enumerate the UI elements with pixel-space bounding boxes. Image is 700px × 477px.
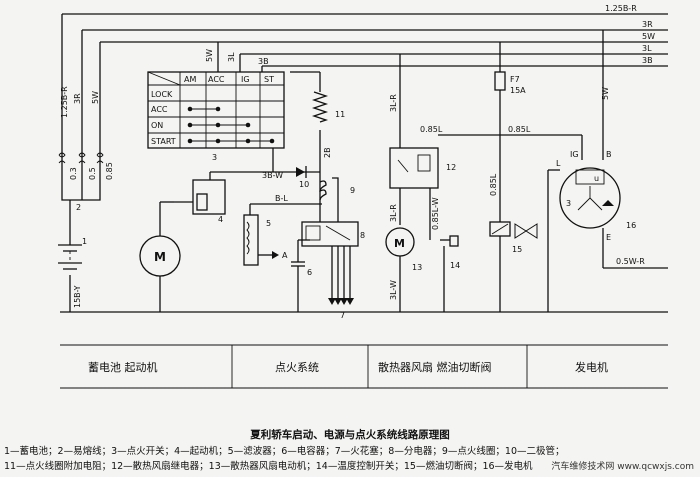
starter-motor-label: M bbox=[154, 250, 166, 264]
num-2: 2 bbox=[76, 203, 81, 212]
starter-relay bbox=[159, 148, 320, 236]
fuel-cut-label: 0.85L bbox=[489, 173, 498, 196]
relay-switch-label: 0.85L-W bbox=[431, 197, 440, 230]
fan-motor-ground-label: 3L-W bbox=[389, 280, 398, 300]
fan-motor-label: 3L-R bbox=[389, 204, 398, 222]
section-frame bbox=[60, 344, 668, 389]
num-6: 6 bbox=[307, 268, 312, 277]
arrow-a-label: A bbox=[282, 251, 288, 260]
num-13: 13 bbox=[412, 263, 422, 272]
left-wire-label-1: 1.25B-R bbox=[60, 86, 69, 118]
bus-label-2: 3R bbox=[642, 20, 653, 29]
gen-b-wire-label: 5W bbox=[601, 87, 610, 100]
switch-row-lock: LOCK bbox=[151, 90, 173, 99]
switch-wire-label-3l: 3L bbox=[227, 52, 236, 62]
switch-row-on: ON bbox=[151, 121, 163, 130]
starter-motor bbox=[139, 235, 181, 312]
gen-regulator-num: 3 bbox=[566, 199, 571, 208]
switch-feed-wires bbox=[217, 42, 263, 72]
num-4: 4 bbox=[218, 215, 223, 224]
switch-wire-label-5w: 5W bbox=[205, 49, 214, 62]
num-12: 12 bbox=[446, 163, 456, 172]
bus-label-4: 3L bbox=[642, 44, 652, 53]
left-vertical-wires bbox=[61, 14, 101, 312]
relay-out-label: 3B-W bbox=[262, 171, 283, 180]
generator bbox=[500, 30, 668, 312]
fusible-links bbox=[58, 152, 104, 164]
gen-feed-a-label: 0.85L bbox=[420, 125, 443, 134]
num-10: 10 bbox=[299, 180, 309, 189]
gen-terminal-e: E bbox=[606, 233, 611, 242]
battery-ground-label: 15B-Y bbox=[73, 285, 82, 308]
battery-symbol bbox=[58, 244, 82, 270]
gen-ground-label: 0.5W-R bbox=[616, 257, 645, 266]
gen-u-label: u bbox=[594, 174, 599, 183]
fan-circuit bbox=[385, 54, 500, 312]
gen-feed-b-label: 0.85L bbox=[508, 125, 531, 134]
fuse-label-3: 0.85 bbox=[105, 162, 114, 180]
dist-feed-label: B-L bbox=[275, 194, 288, 203]
left-wire-label-3: 5W bbox=[91, 91, 100, 104]
gen-terminal-l: L bbox=[556, 159, 561, 168]
section-label-generator: 发电机 bbox=[575, 360, 608, 374]
watermark: 汽车维修技术网 www.qcwxjs.com bbox=[551, 462, 694, 472]
num-14: 14 bbox=[450, 261, 460, 270]
num-9: 9 bbox=[350, 186, 355, 195]
num-1: 1 bbox=[82, 237, 87, 246]
switch-header-ig: IG bbox=[241, 75, 250, 84]
num-15: 15 bbox=[512, 245, 522, 254]
num-3: 3 bbox=[212, 153, 217, 162]
caption-title: 夏利轿车启动、电源与点火系统线路原理图 bbox=[250, 429, 450, 441]
fan-relay-feed-label: 3L-R bbox=[389, 94, 398, 112]
num-8: 8 bbox=[360, 231, 365, 240]
fuel-cut-circuit bbox=[489, 42, 538, 312]
fan-motor-symbol-label: M bbox=[394, 237, 405, 250]
top-bus bbox=[62, 13, 668, 67]
bus-label-5: 3B bbox=[642, 56, 653, 65]
bus-label-3: 5W bbox=[642, 32, 655, 41]
switch-row-start: START bbox=[151, 137, 176, 146]
switch-header-st: ST bbox=[264, 75, 274, 84]
caption-legend-line-1: 1—蓄电池；2—易熔线；3—点火开关；4—起动机；5—滤波器；6—电容器；7—火… bbox=[4, 446, 565, 457]
num-16: 16 bbox=[626, 221, 636, 230]
section-label-battery-starter: 蓄电池 起动机 bbox=[88, 360, 158, 374]
fuse-name-label: F7 bbox=[510, 75, 520, 84]
num-7: 7 bbox=[340, 311, 345, 320]
coil-feed-label: 2B bbox=[323, 147, 332, 158]
switch-row-acc: ACC bbox=[151, 105, 168, 114]
fuse-label-1: 0.3 bbox=[69, 167, 78, 180]
ignition-components bbox=[243, 175, 359, 312]
wiring-diagram: 1.25B-R 3R 5W 3L 3B 1.25B-R 3R 5W 0.3 0.… bbox=[58, 4, 668, 389]
gen-terminal-ig: IG bbox=[570, 150, 579, 159]
switch-header-am: AM bbox=[184, 75, 196, 84]
ignition-feed bbox=[290, 71, 329, 175]
num-11: 11 bbox=[335, 110, 345, 119]
left-wire-label-2: 3R bbox=[73, 93, 82, 104]
gen-terminal-b: B bbox=[606, 150, 612, 159]
switch-wire-label-3b: 3B bbox=[258, 57, 269, 66]
section-label-fan-fuel: 散热器风扇 燃油切断阀 bbox=[378, 360, 492, 374]
bus-label-1: 1.25B-R bbox=[605, 4, 637, 13]
caption-legend-line-2: 11—点火线圈附加电阻；12—散热风扇继电器；13—散热器风扇电动机；14—温度… bbox=[4, 461, 533, 472]
num-5: 5 bbox=[266, 219, 271, 228]
fuse-label-2: 0.5 bbox=[88, 167, 97, 180]
fuse-rating-label: 15A bbox=[510, 86, 526, 95]
section-label-ignition: 点火系统 bbox=[275, 361, 319, 374]
switch-header-acc: ACC bbox=[208, 75, 225, 84]
ignition-switch bbox=[147, 71, 285, 149]
